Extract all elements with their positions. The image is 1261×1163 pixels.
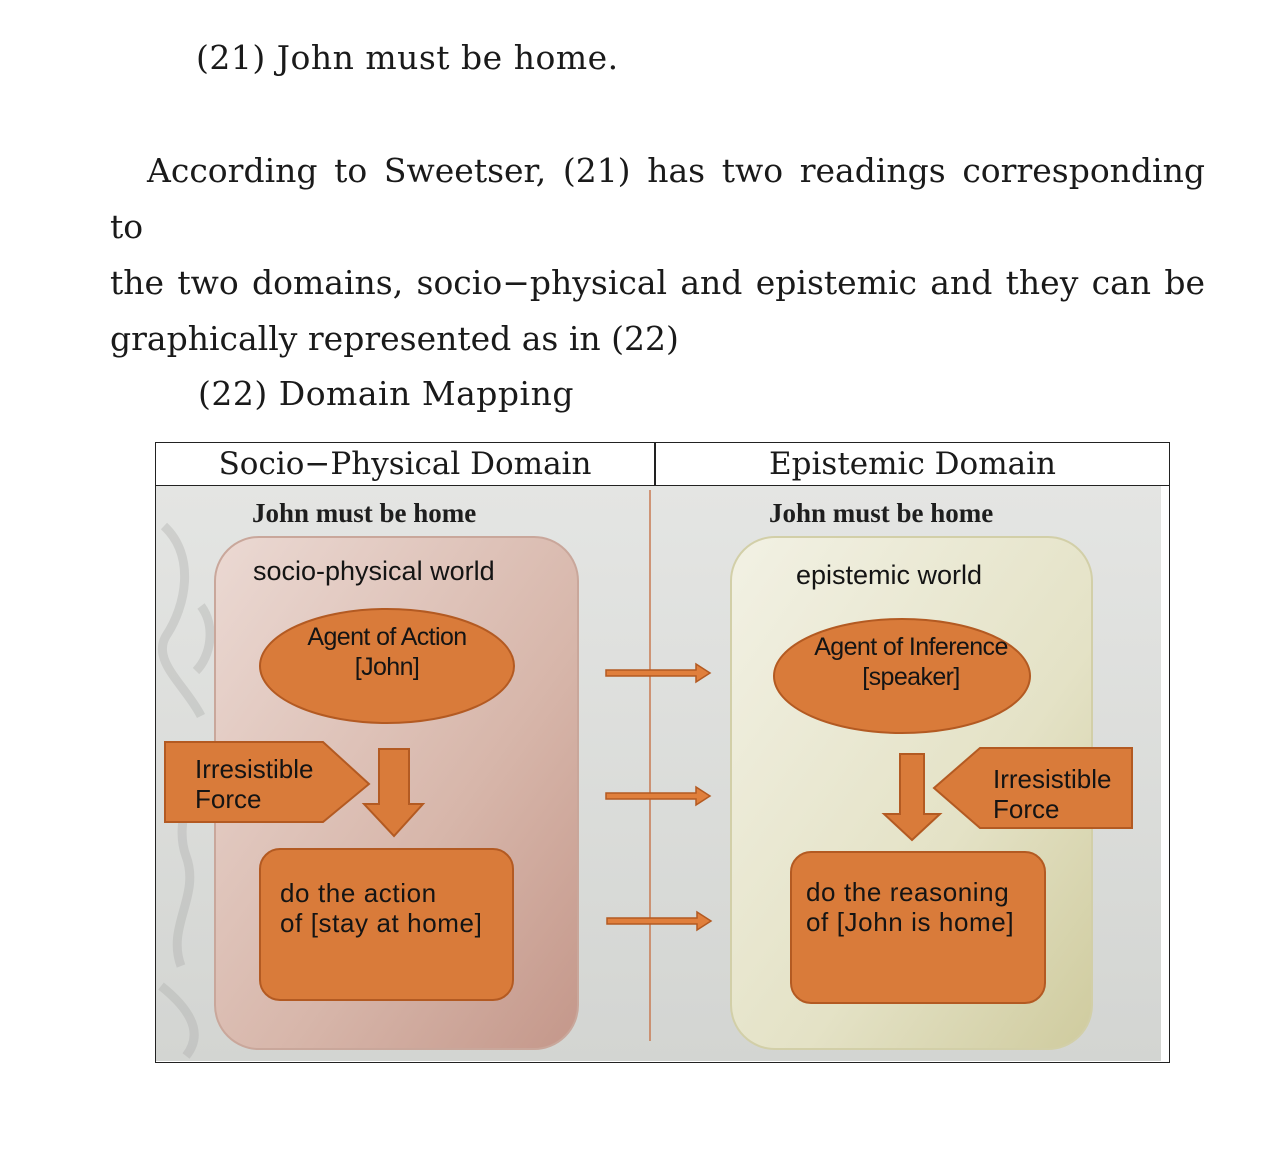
domain-mapping-table: Socio−Physical Domain Epistemic Domain [155, 442, 1170, 1063]
mapping-arrow-2 [605, 785, 712, 807]
left-force-line-1: Irresistible [195, 754, 314, 784]
left-force-label: Irresistible Force [195, 754, 313, 814]
right-force-line-1: Irresistible [993, 764, 1112, 794]
agent-of-action-label: Agent of Action [John] [267, 622, 507, 682]
epistemic-world-label: epistemic world [796, 560, 983, 590]
agent-of-action-line-1: Agent of Action [307, 623, 467, 651]
do-the-reasoning-line-1: do the reasoning [806, 877, 1010, 907]
mapping-arrow-1 [605, 662, 712, 684]
table-header: Socio−Physical Domain Epistemic Domain [156, 443, 1169, 486]
header-socio-physical: Socio−Physical Domain [218, 446, 592, 482]
left-force-line-2: Force [195, 784, 262, 814]
left-sentence-label: John must be home [252, 498, 477, 528]
left-irresistible-force-pentagon [164, 741, 371, 823]
paragraph-line-3: graphically represented as in (22) [110, 319, 679, 358]
agent-of-action-line-2: [John] [354, 653, 420, 681]
right-irresistible-force-pentagon [932, 747, 1133, 829]
socio-physical-world-label: socio-physical world [253, 556, 495, 586]
agent-of-inference-line-1: Agent of Inference [814, 633, 1008, 661]
right-sentence-label: John must be home [769, 498, 994, 528]
domain-mapping-diagram: John must be home John must be home soci… [156, 486, 1161, 1061]
header-epistemic: Epistemic Domain [769, 446, 1056, 482]
paragraph-line-1: According to Sweetser, (21) has two read… [110, 151, 1205, 246]
agent-of-inference-label: Agent of Inference [speaker] [776, 632, 1046, 692]
header-divider [654, 443, 656, 485]
do-the-reasoning-line-2: of [John is home] [806, 907, 1015, 937]
do-the-action-line-2: of [stay at home] [280, 908, 483, 938]
diagram-graphics [156, 486, 1161, 1061]
right-force-label: Irresistible Force [993, 764, 1111, 824]
agent-of-inference-oval [773, 618, 1031, 734]
agent-of-action-oval [259, 608, 515, 724]
paragraph-line-2: the two domains, socio−physical and epis… [110, 263, 1205, 302]
mapping-arrows [605, 662, 713, 932]
example-21: (21) John must be home. [196, 38, 619, 77]
do-the-reasoning-label: do the reasoning of [John is home] [806, 877, 1014, 937]
agent-of-inference-line-2: [speaker] [862, 663, 960, 691]
right-down-arrow [881, 753, 943, 842]
do-the-action-label: do the action of [stay at home] [280, 878, 482, 938]
right-force-line-2: Force [993, 794, 1060, 824]
do-the-action-line-1: do the action [280, 878, 437, 908]
do-the-action-box [259, 848, 514, 1001]
example-22-title: (22) Domain Mapping [198, 374, 574, 413]
body-paragraph: According to Sweetser, (21) has two read… [110, 143, 1205, 367]
do-the-reasoning-box [790, 851, 1046, 1004]
mapping-arrow-3 [606, 910, 713, 932]
left-down-arrow [361, 748, 426, 838]
